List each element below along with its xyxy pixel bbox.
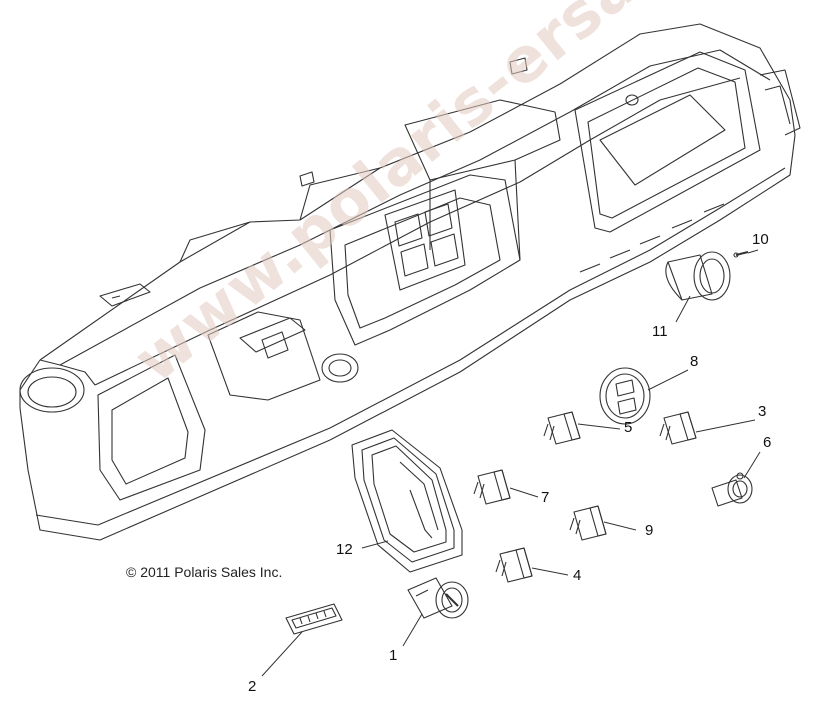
callout-6: 6 bbox=[763, 434, 772, 451]
callout-10: 10 bbox=[752, 231, 769, 248]
rocker-switch-9 bbox=[569, 505, 607, 541]
callout-8: 8 bbox=[690, 353, 699, 370]
rocker-switch-3 bbox=[659, 411, 697, 445]
rocker-switch-5 bbox=[543, 411, 581, 445]
callout-5: 5 bbox=[624, 419, 633, 436]
callout-1: 1 bbox=[389, 647, 398, 664]
part-12-boot bbox=[351, 429, 463, 573]
callout-12: 12 bbox=[336, 541, 353, 558]
callout-4: 4 bbox=[573, 567, 582, 584]
dashboard-assembly bbox=[19, 23, 801, 541]
part-10-screw bbox=[733, 251, 749, 258]
part-8-usb-socket bbox=[599, 367, 651, 425]
leader-lines bbox=[261, 249, 761, 677]
callout-9: 9 bbox=[645, 522, 654, 539]
callout-3: 3 bbox=[758, 403, 767, 420]
part-6-power-outlet bbox=[711, 472, 753, 507]
copyright-notice: © 2011 Polaris Sales Inc. bbox=[126, 564, 283, 580]
rocker-switch-7 bbox=[473, 469, 511, 505]
part-1-key-switch bbox=[407, 577, 469, 619]
part-2-indicator bbox=[285, 603, 343, 635]
callout-2: 2 bbox=[248, 678, 257, 695]
rocker-switch-4 bbox=[495, 547, 533, 583]
callout-11: 11 bbox=[652, 323, 668, 340]
part-11-bezel bbox=[665, 251, 731, 301]
callout-7: 7 bbox=[541, 489, 550, 506]
